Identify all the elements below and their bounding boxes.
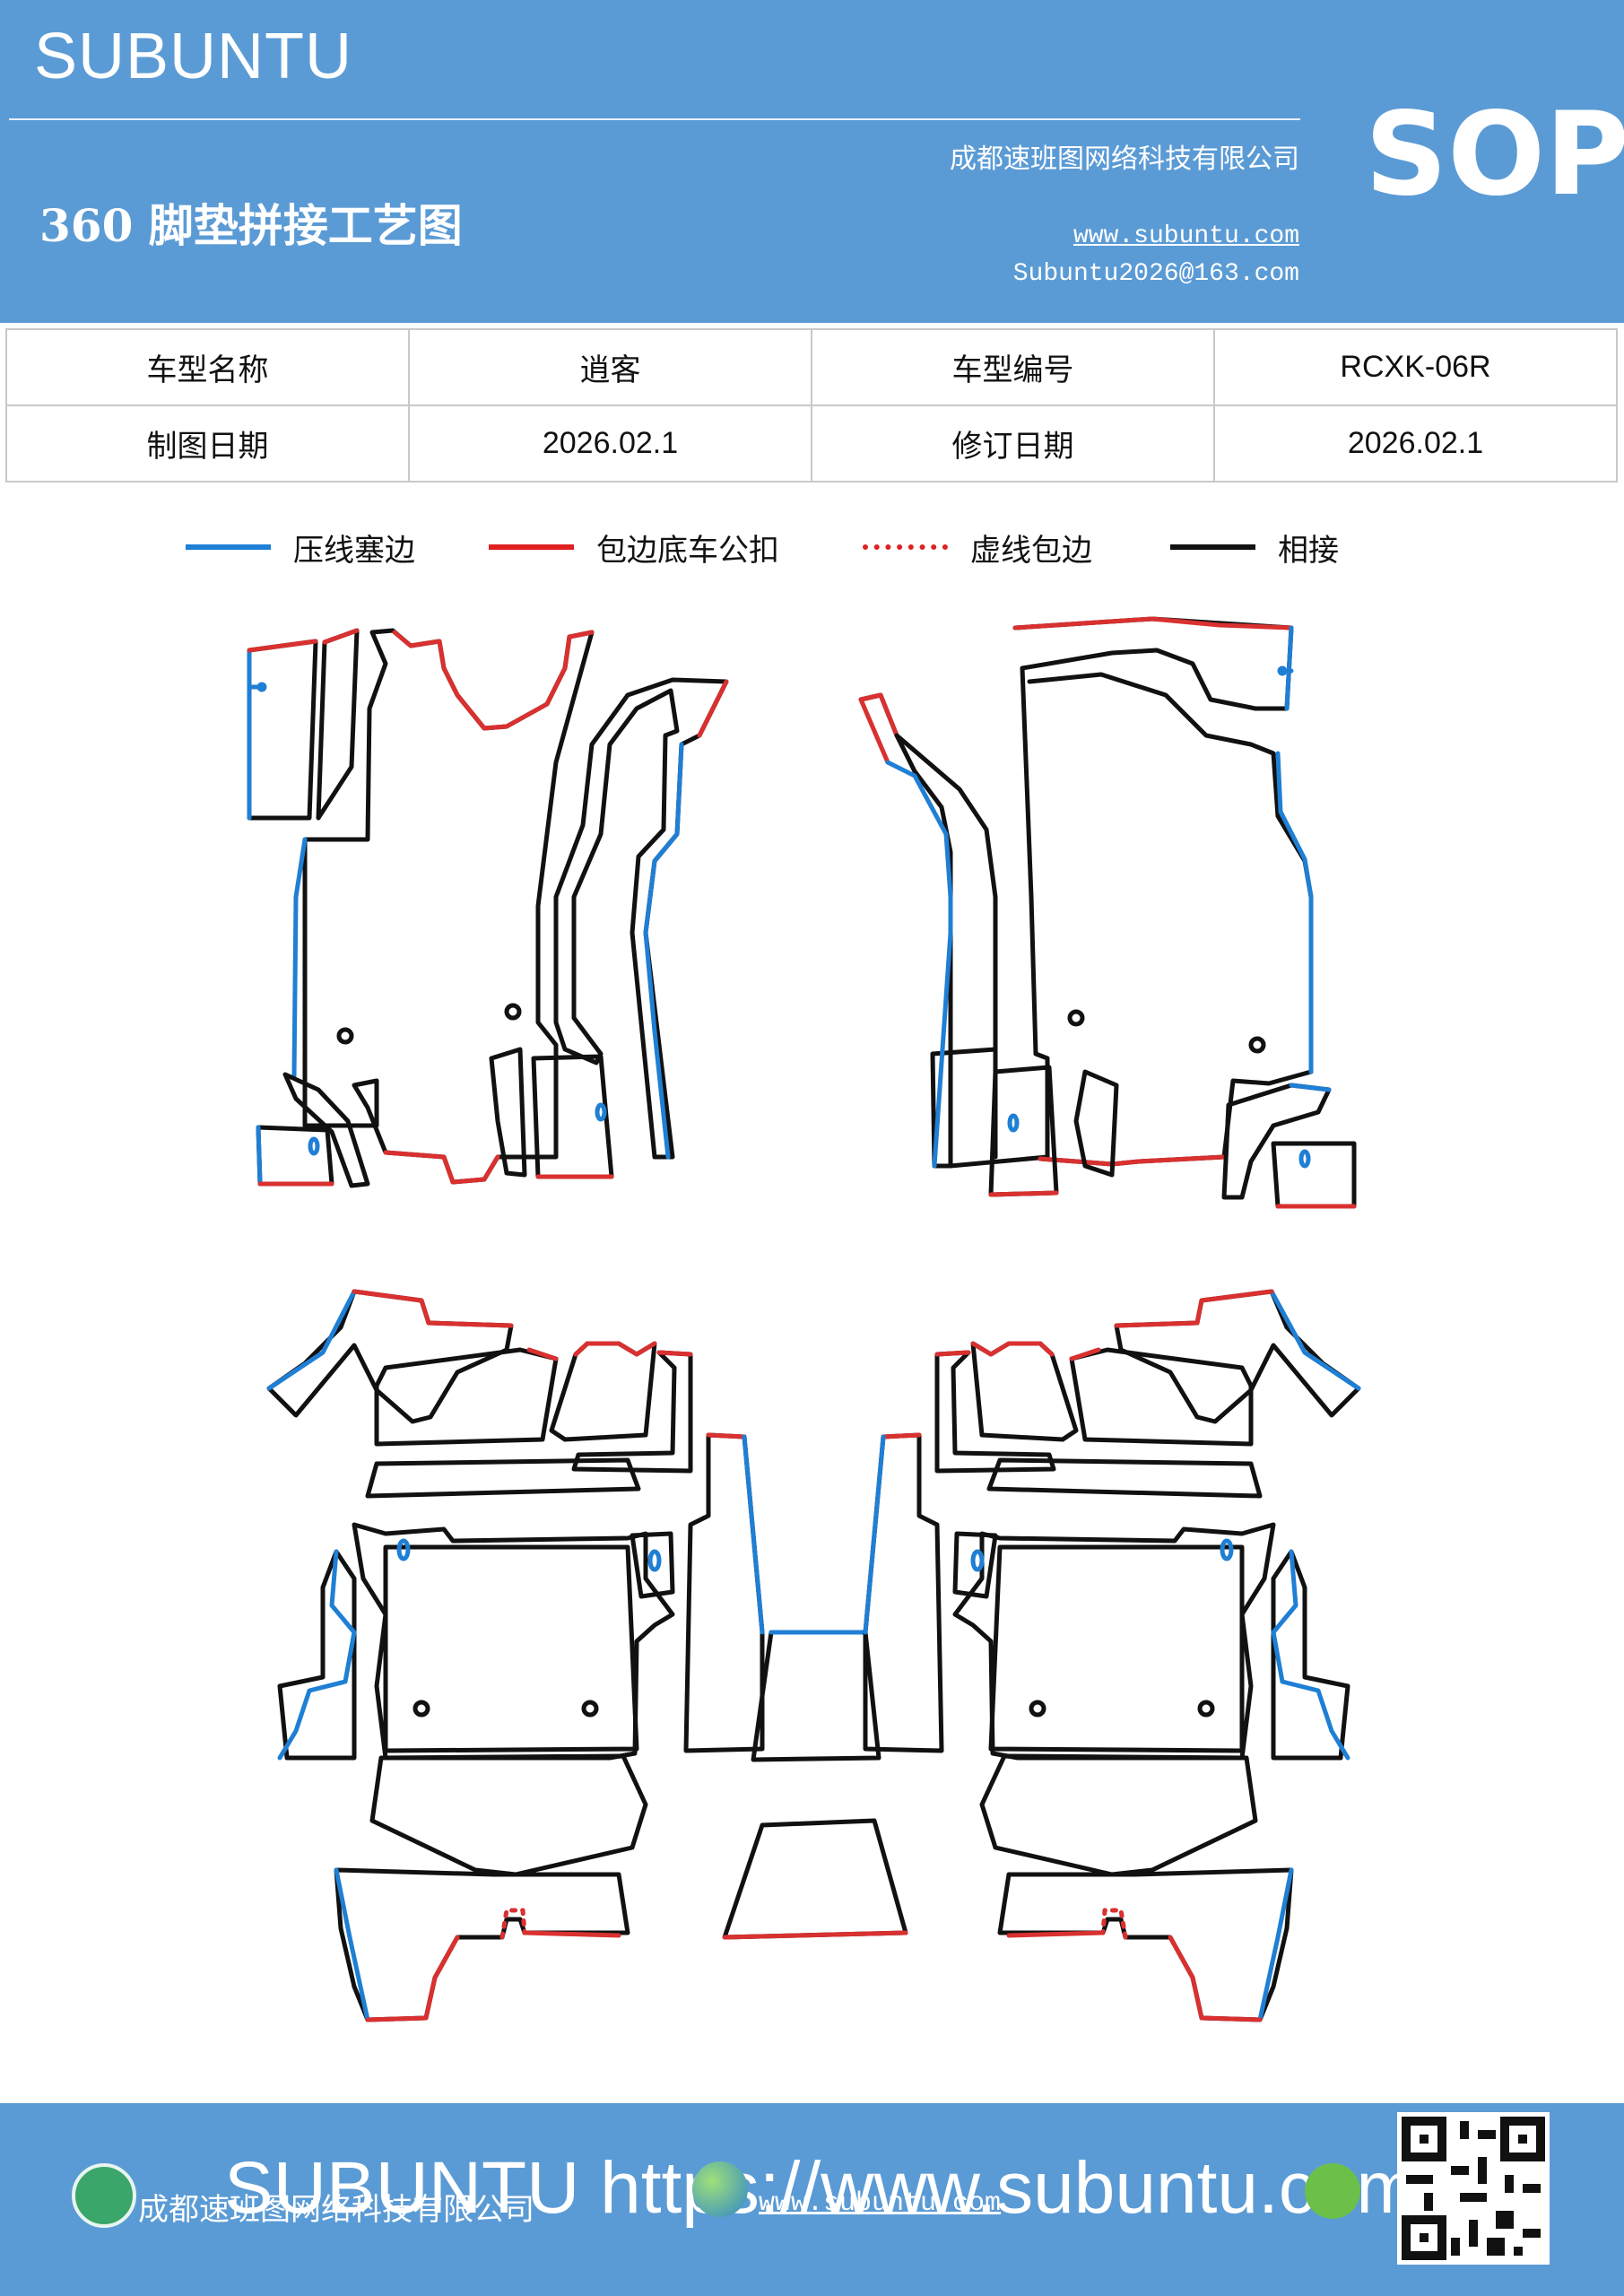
legend-item-joined: 相接 [1170, 525, 1339, 570]
model-name-label: 车型名称 [5, 328, 410, 406]
revision-date-label: 修订日期 [811, 404, 1215, 483]
brand-logo-text: SUBUNTU [34, 21, 353, 92]
company-name: 成都速班图网络科技有限公司 [950, 144, 1299, 175]
rear-right-mat-set [863, 1289, 1361, 2022]
table-row: 车型名称 逍客 车型编号 RCXK-06R [5, 328, 1618, 406]
legend-swatch-black [1170, 544, 1255, 550]
legend-label: 相接 [1278, 532, 1339, 569]
revision-date-value: 2026.02.1 [1213, 404, 1618, 483]
drawing-date-value: 2026.02.1 [408, 404, 812, 483]
vehicle-info-table: 车型名称 逍客 车型编号 RCXK-06R 制图日期 2026.02.1 修订日… [5, 328, 1618, 483]
page-title: 360 脚垫拼接工艺图 [39, 199, 463, 252]
legend-swatch-red-dotted [863, 544, 948, 550]
footer-watermark: SUBUNTU https://www.subuntu.com [224, 2147, 1418, 2229]
globe-icon [692, 2161, 748, 2217]
legend-item-dotted-hem: 虚线包边 [863, 525, 1092, 570]
rear-left-mat-set [266, 1289, 765, 2022]
email-address: Subuntu2026@163.com [1012, 260, 1299, 288]
qr-code[interactable] [1397, 2112, 1550, 2265]
model-code-value: RCXK-06R [1213, 328, 1618, 406]
drawing-date-label: 制图日期 [5, 404, 410, 483]
company-icon [72, 2163, 136, 2228]
table-row: 制图日期 2026.02.1 修订日期 2026.02.1 [5, 404, 1618, 483]
header-banner [0, 0, 1624, 323]
model-code-label: 车型编号 [811, 328, 1215, 406]
legend-swatch-blue [186, 544, 271, 550]
model-name-value: 逍客 [408, 328, 812, 406]
front-right-mat-set [858, 616, 1357, 1209]
footer-website-link[interactable]: www.subuntu.com [759, 2188, 1002, 2219]
rear-center-mat-set [722, 1630, 908, 1940]
floor-mat-pattern-drawing [247, 616, 1361, 2022]
qr-code-pattern [1397, 2112, 1550, 2265]
header-divider [9, 118, 1300, 120]
front-left-mat-set [247, 628, 729, 1188]
footer-company-name: 成都速班图网络科技有限公司 [138, 2192, 534, 2228]
website-link[interactable]: www.subuntu.com [1073, 222, 1299, 250]
legend-label: 虚线包边 [970, 532, 1092, 569]
legend-item-hem-clip: 包边底车公扣 [489, 525, 779, 570]
wechat-icon [1305, 2163, 1360, 2219]
legend-item-pressed-edge: 压线塞边 [186, 525, 415, 570]
sop-badge: SOP [1365, 88, 1624, 222]
legend-label: 压线塞边 [293, 532, 415, 569]
legend-label: 包边底车公扣 [596, 532, 779, 569]
legend-swatch-red [489, 544, 574, 550]
